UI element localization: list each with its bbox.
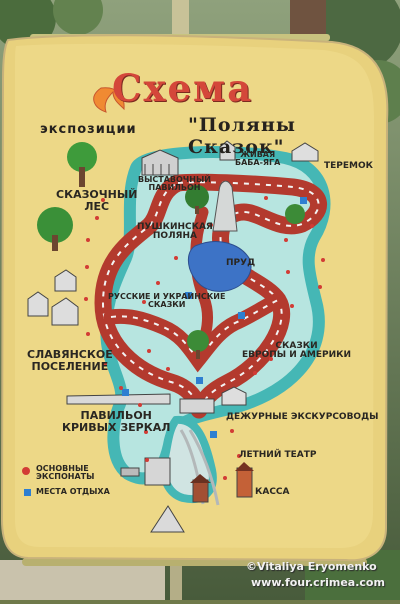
- building-icons: [27, 140, 319, 533]
- exhibit-dots: [84, 196, 325, 480]
- flame-icon: [93, 87, 125, 113]
- sign-subtitle-right: "Поляны Сказок": [188, 114, 296, 158]
- sign-subtitle-left: экспозиции: [40, 122, 137, 137]
- pond: [187, 241, 252, 292]
- legend-rest-places: МЕСТА ОТДЫХА: [36, 487, 110, 496]
- watermark-site: www.four.crimea.com: [251, 576, 385, 589]
- label-ticket-office: КАССА: [255, 487, 290, 497]
- rest-place-markers: [122, 197, 307, 438]
- watermark-author: ©Vitaliya Eryomenko: [246, 560, 377, 573]
- legend-rest-place-marker: [24, 489, 31, 496]
- label-guides-on-duty: ДЕЖУРНЫЕ ЭКСКУРСОВОДЫ: [226, 412, 379, 422]
- label-teremok: ТЕРЕМОК: [324, 161, 373, 171]
- label-pond: ПРУД: [226, 258, 256, 268]
- legend-exhibit-marker: [22, 467, 30, 475]
- sign-title: Схема: [112, 66, 254, 110]
- trees-on-map: [37, 142, 305, 359]
- label-summer-theatre: ЛЕТНИЙ ТЕАТР: [239, 450, 317, 460]
